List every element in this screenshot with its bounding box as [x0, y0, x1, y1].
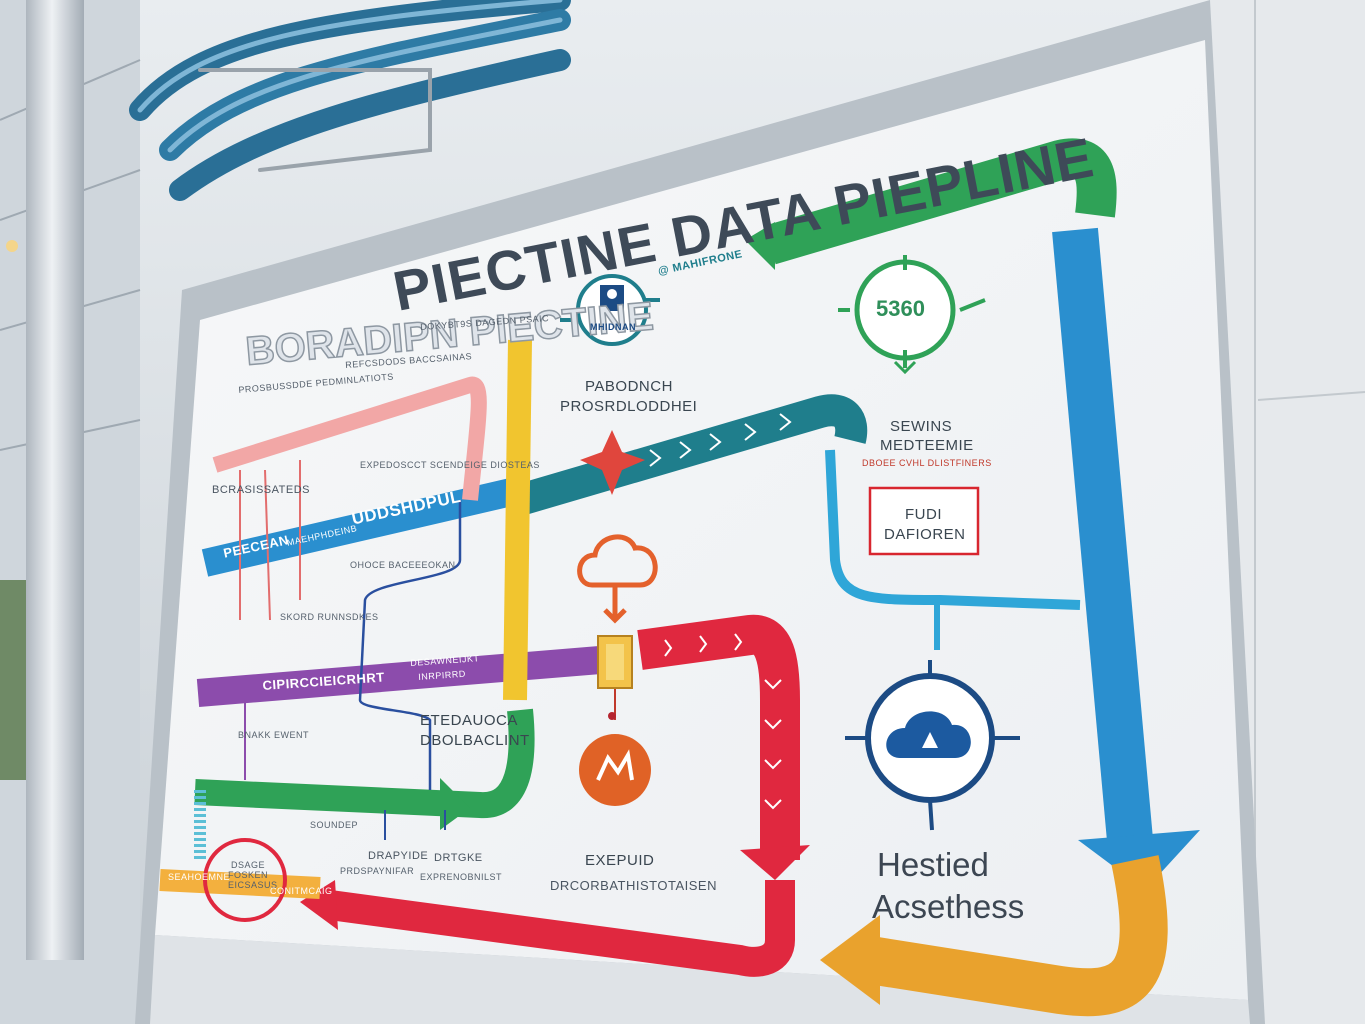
- note-4: BCRASISSATEDS: [212, 484, 310, 496]
- process-label-1: PABODNCH: [585, 378, 673, 395]
- note-11: PRDSPAYNIFAR: [340, 866, 415, 876]
- counter-dial-icon: [838, 255, 986, 375]
- cloud-caption-1: Hestied: [877, 846, 989, 883]
- counter-label-1: SEWINS: [890, 418, 953, 435]
- counter-value: 5360: [876, 296, 925, 321]
- export-label-2: DRCORBATHISTOTAISEN: [550, 878, 717, 893]
- orange-band-label-1: SEAHOEMNE: [168, 872, 231, 882]
- note-13: EXPRENOBNILST: [420, 872, 503, 882]
- counter-label-3: DBOEE CVHL DLISTFINERS: [862, 458, 992, 468]
- note-10: DRAPYIDE: [368, 850, 429, 862]
- orange-band-label-2: CONITMCAIG: [270, 886, 333, 896]
- note-6: OHOCE BACEEEOKAN: [350, 560, 456, 570]
- pipeline-flows: [159, 138, 1200, 1017]
- note-12: DRTGKE: [434, 852, 483, 864]
- junction-star-icon: [580, 430, 645, 495]
- cloud-upload-icon: [577, 534, 658, 624]
- detail-box: [868, 486, 980, 556]
- source-icon-label: MHIDNAN: [590, 322, 636, 332]
- support-column: [26, 0, 84, 960]
- counter-label-2: MEDTEEMIE: [880, 437, 974, 454]
- export-icon: [579, 734, 651, 806]
- note-9: DBOLBACLINT: [420, 732, 530, 749]
- note-5: EXPEDOSCCT SCENDEIGE DIOSTEAS: [360, 460, 540, 470]
- box-label-2: DAFIOREN: [884, 526, 966, 543]
- note-7: SKORD RUNNSDKES: [280, 612, 379, 622]
- connector-plate-icon: [597, 635, 633, 720]
- status-ring: [203, 838, 287, 922]
- note-14: DSAGE FOSKEN EICSASUS: [228, 860, 278, 890]
- process-label-2: PROSRDLODDHEI: [560, 398, 698, 415]
- overhead-pipes: [129, 0, 571, 201]
- hosted-cloud-icon: [845, 660, 1020, 831]
- export-label-1: EXEPUID: [585, 852, 655, 869]
- cloud-caption-2: Acsethess: [872, 888, 1025, 925]
- user-icon: [560, 274, 660, 346]
- note-8: ETEDAUOCA: [420, 712, 518, 729]
- flow-chevrons: [649, 413, 792, 810]
- box-label-1: FUDI: [905, 506, 942, 523]
- note-16: BNAKK EWENT: [238, 730, 310, 740]
- note-15: SOUNDEP: [310, 820, 359, 830]
